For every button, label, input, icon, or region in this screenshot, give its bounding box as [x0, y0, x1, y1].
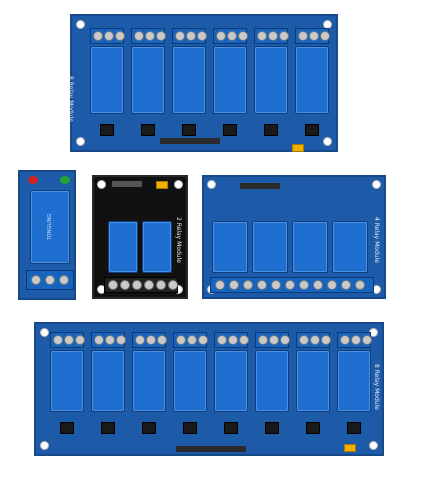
terminal-block — [131, 28, 166, 44]
terminal-block — [104, 277, 178, 293]
optocoupler-chip — [264, 124, 278, 136]
mount-hole — [40, 441, 49, 450]
red-led — [28, 176, 38, 184]
optocoupler-chip — [265, 422, 279, 434]
relay-board-top: 8 Relay Module — [67, 14, 338, 152]
relay — [212, 221, 248, 273]
jumper — [292, 144, 304, 152]
terminal-block — [50, 332, 85, 348]
relay — [296, 350, 330, 412]
relay — [213, 46, 247, 114]
relay — [132, 350, 166, 412]
terminal-block — [91, 332, 126, 348]
relay — [332, 221, 368, 273]
mount-hole — [76, 137, 85, 146]
terminal-block — [132, 332, 167, 348]
relay — [172, 46, 206, 114]
optocoupler-chip — [101, 422, 115, 434]
mount-hole — [372, 180, 381, 189]
relay-board-bottom: 8 Relay Module — [34, 322, 384, 456]
relay — [108, 221, 138, 273]
relay: TONGLING — [30, 190, 70, 264]
relay — [292, 221, 328, 273]
relay — [50, 350, 84, 412]
terminal-block — [214, 332, 249, 348]
optocoupler-chip — [60, 422, 74, 434]
relay-board-black: 2 Relay Module — [92, 175, 188, 299]
jumper — [344, 444, 356, 452]
optocoupler-chip — [141, 124, 155, 136]
header-pins — [112, 181, 142, 187]
terminal-block — [172, 28, 207, 44]
header-pins — [240, 183, 280, 189]
optocoupler-chip — [183, 422, 197, 434]
optocoupler-chip — [100, 124, 114, 136]
optocoupler-chip — [305, 124, 319, 136]
optocoupler-chip — [182, 124, 196, 136]
optocoupler-chip — [224, 422, 238, 434]
terminal-block — [295, 28, 330, 44]
terminal-block — [210, 277, 374, 293]
relay-board-single: TONGLING — [18, 170, 76, 300]
terminal-block — [90, 28, 125, 44]
relay-board-four: 4 Relay Module — [202, 175, 386, 299]
relay — [173, 350, 207, 412]
terminal-block — [254, 28, 289, 44]
green-led — [60, 176, 70, 184]
optocoupler-chip — [223, 124, 237, 136]
mount-hole — [174, 180, 183, 189]
mount-hole — [207, 180, 216, 189]
relay — [254, 46, 288, 114]
relay — [142, 221, 172, 273]
mount-hole — [97, 180, 106, 189]
board-label: 8 Relay Module — [67, 76, 74, 122]
board-label: 4 Relay Module — [373, 217, 380, 263]
relay — [91, 350, 125, 412]
header-pins — [176, 446, 246, 452]
relay — [214, 350, 248, 412]
mount-hole — [323, 137, 332, 146]
optocoupler-chip — [142, 422, 156, 434]
optocoupler-chip — [306, 422, 320, 434]
board-label: 8 Relay Module — [373, 364, 380, 410]
mount-hole — [76, 20, 85, 29]
relay — [295, 46, 329, 114]
relay — [252, 221, 288, 273]
mount-hole — [40, 328, 49, 337]
optocoupler-chip — [347, 422, 361, 434]
jumper — [156, 181, 168, 189]
terminal-block — [255, 332, 290, 348]
relay — [255, 350, 289, 412]
terminal-block — [26, 270, 74, 290]
relay — [90, 46, 124, 114]
relay — [131, 46, 165, 114]
mount-hole — [369, 441, 378, 450]
board-label: 2 Relay Module — [175, 217, 182, 263]
terminal-block — [173, 332, 208, 348]
terminal-block — [213, 28, 248, 44]
relay-brand: TONGLING — [47, 213, 53, 241]
relay — [337, 350, 371, 412]
header-pins — [160, 138, 220, 144]
terminal-block — [337, 332, 372, 348]
terminal-block — [296, 332, 331, 348]
